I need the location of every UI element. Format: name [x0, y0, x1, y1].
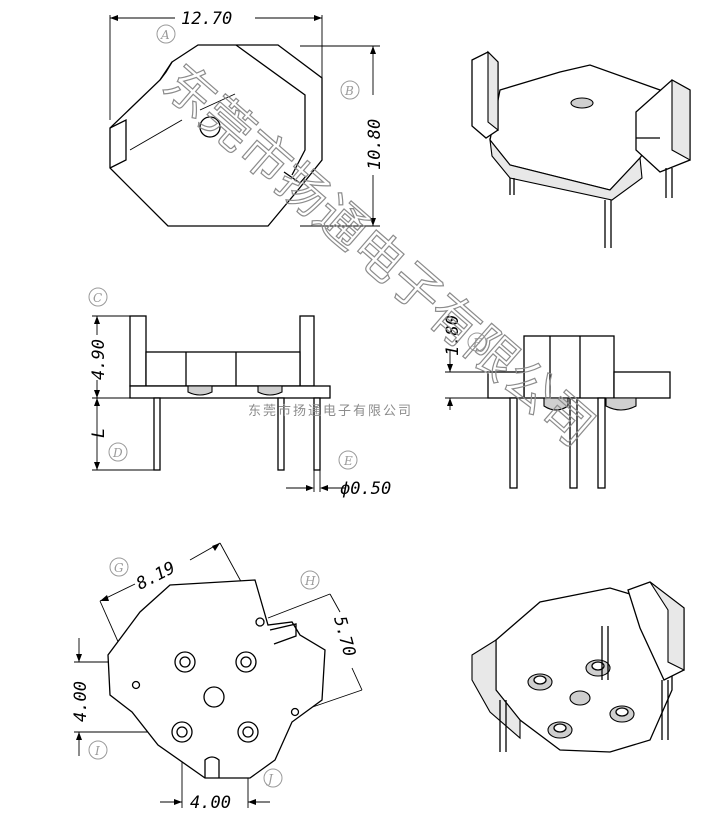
svg-text:G: G — [114, 561, 124, 575]
bottom-view: 8.19 5.70 4.00 4.00 — [71, 542, 363, 813]
marker-j: J — [263, 768, 283, 788]
svg-text:J: J — [265, 772, 274, 786]
marker-a: A — [156, 24, 176, 44]
dim-row-pitch: 4.00 — [71, 681, 91, 722]
marker-b: B — [340, 80, 360, 100]
dim-pin-diameter: ϕ0.50 — [340, 479, 391, 499]
svg-text:D: D — [112, 446, 123, 460]
dim-base-height: 4.90 — [89, 339, 109, 380]
marker-g: G — [109, 557, 129, 577]
bottom-iso-bosses — [527, 659, 635, 739]
svg-text:I: I — [94, 744, 100, 758]
svg-text:A: A — [160, 28, 170, 42]
dim-pin-offset: 1.80 — [443, 315, 463, 356]
side-view: 1.80 — [443, 315, 671, 489]
top-view: 12.70 10.80 — [109, 9, 385, 227]
svg-text:H: H — [304, 574, 316, 588]
dim-pin-length: L — [89, 428, 109, 438]
marker-f: F — [467, 332, 487, 352]
marker-e: E — [338, 450, 358, 470]
svg-text:E: E — [343, 454, 353, 468]
dim-col-pitch: 4.00 — [190, 793, 231, 813]
dim-width-top: 12.70 — [181, 9, 232, 29]
svg-text:F: F — [472, 336, 482, 350]
marker-c: C — [88, 287, 108, 307]
iso-view-bottom — [471, 581, 685, 753]
svg-text:B: B — [344, 84, 354, 98]
dim-height-top: 10.80 — [365, 119, 385, 170]
iso-view-top — [471, 50, 691, 248]
dim-side-span: 5.70 — [329, 614, 359, 659]
marker-h: H — [300, 570, 320, 590]
svg-text:C: C — [93, 291, 102, 305]
marker-i: I — [88, 740, 108, 760]
front-view: 4.90 L ϕ0.50 — [89, 315, 391, 499]
marker-d: D — [108, 442, 128, 462]
watermark-small: 东莞市扬通电子有限公司 — [248, 403, 413, 419]
